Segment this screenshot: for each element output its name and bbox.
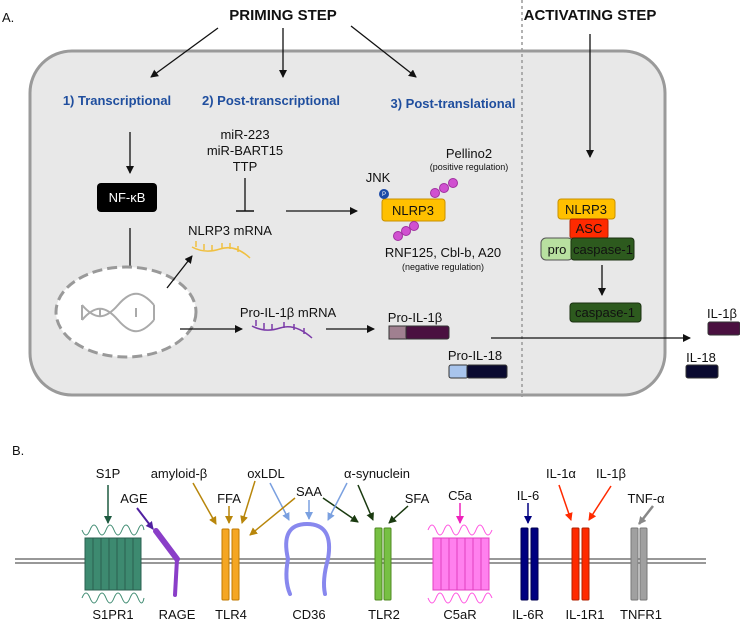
caspase1-label: caspase-1 [575,305,635,320]
ligand-s1p: S1P [96,466,121,481]
pro-il18-mature [466,364,508,379]
negative-regulation-label: (negative regulation) [402,262,484,272]
phosphate-icon [379,189,389,199]
mirna-223: miR-223 [220,127,269,142]
phosphate-label: P [382,192,386,198]
branch-transcriptional: 1) Transcriptional [63,93,171,108]
jnk-label: JNK [366,170,391,185]
ligand-c5a: C5a [448,488,473,503]
asc-label: ASC [576,221,603,236]
panel-b-label: B. [12,443,24,458]
il18-box [685,364,719,379]
receptor-label-s1pr1: S1PR1 [92,607,133,622]
priming-step-title: PRIMING STEP [229,7,337,24]
receptor-c5ar [427,524,493,604]
branch-post-translational: 3) Post-translational [391,96,516,111]
receptor-label-c5ar: C5aR [443,607,476,622]
ubiquitin-chain-top [430,178,458,198]
ligand-amyloid-beta: amyloid-β [151,466,208,481]
ligand-oxldl: oxLDL [247,466,285,481]
ligand-age: AGE [120,491,148,506]
receptor-rage [153,528,180,597]
pro-il1b-mature [405,325,450,340]
nfkb-box [97,183,157,212]
ubiquitin-chain-bottom [393,221,419,241]
pro-label: pro [548,242,567,257]
pro-il18-prodomain [448,364,469,379]
nlrp3-mrna-strand [191,241,251,259]
procaspase-label: caspase-1 [573,242,633,257]
activating-step-title: ACTIVATING STEP [524,7,657,24]
receptor-label-tlr2: TLR2 [368,607,400,622]
pellino2-label: Pellino2 [446,146,492,161]
receptor-label-il1r1: IL-1R1 [565,607,604,622]
receptor-il1r1 [571,527,590,601]
mirna-bart15: miR-BART15 [207,143,283,158]
pro-il1b-mrna-label: Pro-IL-1β mRNA [240,305,337,320]
receptor-label-tnfr1: TNFR1 [620,607,662,622]
pro-il1b-mrna-strand [251,320,313,339]
ligand-il6: IL-6 [517,488,539,503]
inhibition-bar [236,178,254,212]
receptor-label-cd36: CD36 [292,607,325,622]
positive-regulation-label: (positive regulation) [430,162,509,172]
procaspase-body [570,237,635,261]
receptor-s1pr1 [81,524,145,604]
pro-il1b-prodomain [388,325,408,340]
negative-regulators-label: RNF125, Cbl-b, A20 [385,245,501,260]
ligand-alpha-synuclein: α-synuclein [344,466,410,481]
il1b-box [707,321,740,336]
receptor-tlr2 [374,527,392,601]
nucleus [54,265,198,359]
ligand-arrows [104,480,654,536]
nlrp3-mrna-label: NLRP3 mRNA [188,223,272,238]
receptor-label-rage: RAGE [159,607,196,622]
nlrp3-label: NLRP3 [392,203,434,218]
branch-post-transcriptional: 2) Post-transcriptional [202,93,340,108]
ligand-sfa: SFA [405,491,430,506]
il18-label: IL-18 [686,350,716,365]
ligand-saa: SAA [296,484,322,499]
receptor-tnfr1 [630,527,648,601]
caspase1-box [569,302,642,323]
receptor-cd36 [284,521,331,596]
receptor-tlr4 [221,528,240,601]
nfkb-label: NF-κB [109,190,146,205]
pro-il18-label: Pro-IL-18 [448,348,502,363]
ligand-il1a: IL-1α [546,466,576,481]
ligand-tnfa: TNF-α [627,491,665,506]
dna-icon [81,292,155,333]
panel-a-label: A. [2,10,14,25]
receptor-il6r [520,527,539,601]
receptor-label-tlr4: TLR4 [215,607,247,622]
ligand-il1b: IL-1β [596,466,626,481]
priming-arrows [150,25,417,78]
ttp: TTP [233,159,258,174]
receptor-label-il6r: IL-6R [512,607,544,622]
inflammasome-nlrp3-label: NLRP3 [565,202,607,217]
nlrp3-box [381,198,446,222]
pro-il1b-label: Pro-IL-1β [388,310,442,325]
il1b-label: IL-1β [707,306,737,321]
ligand-ffa: FFA [217,491,241,506]
